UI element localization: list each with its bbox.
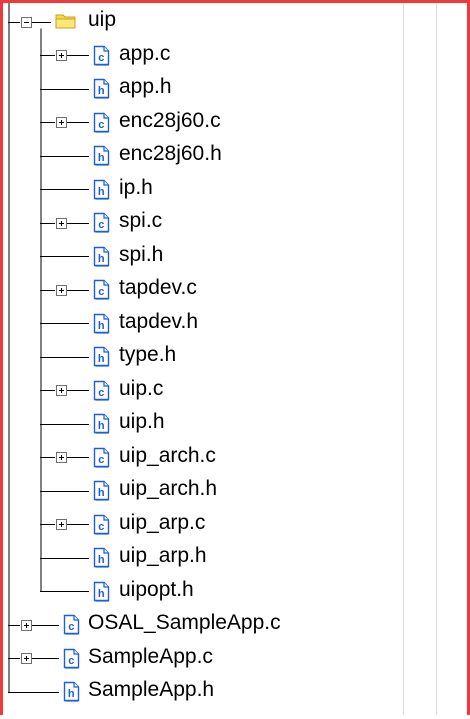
svg-text:h: h: [68, 688, 75, 700]
file-label: uipopt.h: [119, 577, 194, 601]
tree-item[interactable]: c uip_arch.c: [3, 441, 467, 474]
c-source-file-icon: c: [93, 45, 110, 66]
c-source-file-icon: c: [93, 279, 110, 300]
svg-text:h: h: [98, 253, 105, 265]
expand-toggle-icon[interactable]: [56, 285, 67, 296]
svg-text:c: c: [98, 454, 104, 466]
tree-item[interactable]: h uip_arp.h: [3, 541, 467, 574]
file-label: SampleApp.h: [88, 678, 215, 701]
expand-toggle-icon[interactable]: [56, 452, 67, 463]
bottom-strip: [0, 715, 470, 719]
tree-item[interactable]: h ip.h: [3, 173, 467, 206]
file-label: enc28j60.h: [119, 142, 222, 165]
tree-item[interactable]: h enc28j60.h: [3, 139, 467, 172]
tree-item[interactable]: c tapdev.c: [3, 273, 467, 306]
h-header-file-icon: h: [93, 480, 110, 501]
file-label: uip.c: [119, 376, 164, 400]
expand-toggle-icon[interactable]: [56, 218, 67, 229]
expand-toggle-icon[interactable]: [56, 50, 67, 61]
tree-item[interactable]: h uip.h: [3, 407, 467, 440]
tree-item[interactable]: c uip.c: [3, 374, 467, 407]
svg-text:h: h: [98, 588, 105, 600]
file-label: uip_arp.h: [119, 544, 207, 567]
file-label: app.h: [119, 75, 172, 98]
svg-text:c: c: [98, 52, 104, 64]
c-source-file-icon: c: [63, 648, 80, 669]
c-source-file-icon: c: [93, 112, 110, 133]
svg-text:h: h: [98, 420, 105, 432]
tree-item[interactable]: c uip_arp.c: [3, 508, 467, 541]
grid-column-divider: [436, 3, 437, 715]
file-label: tapdev.c: [119, 276, 197, 299]
grid-column-divider: [403, 3, 404, 715]
svg-text:c: c: [98, 119, 104, 131]
svg-text:h: h: [98, 186, 105, 198]
c-source-file-icon: c: [93, 212, 110, 233]
tree-item[interactable]: c OSAL_SampleApp.c: [3, 608, 467, 641]
file-label: SampleApp.c: [88, 644, 213, 668]
tree-item[interactable]: h tapdev.h: [3, 307, 467, 340]
expand-toggle-icon[interactable]: [56, 117, 67, 128]
h-header-file-icon: h: [93, 145, 110, 166]
svg-text:c: c: [98, 521, 104, 533]
expand-toggle-icon[interactable]: [56, 385, 67, 396]
h-header-file-icon: h: [93, 78, 110, 99]
tree-item[interactable]: h app.h: [3, 72, 467, 105]
file-label: spi.c: [119, 209, 163, 232]
folder-label: uip: [88, 8, 117, 31]
h-header-file-icon: h: [93, 413, 110, 434]
h-header-file-icon: h: [93, 346, 110, 367]
svg-text:h: h: [98, 487, 105, 499]
svg-text:h: h: [98, 353, 105, 365]
c-source-file-icon: c: [93, 514, 110, 535]
collapse-toggle-icon[interactable]: [21, 17, 32, 28]
svg-text:c: c: [68, 621, 74, 633]
h-header-file-icon: h: [63, 681, 80, 702]
svg-text:h: h: [98, 85, 105, 97]
tree-connector-lines: [8, 3, 89, 693]
c-source-file-icon: c: [93, 380, 110, 401]
svg-text:c: c: [68, 655, 74, 667]
h-header-file-icon: h: [93, 179, 110, 200]
tree-item[interactable]: h type.h: [3, 340, 467, 373]
svg-text:h: h: [98, 554, 105, 566]
file-label: type.h: [119, 343, 177, 366]
tree-item[interactable]: c app.c: [3, 39, 467, 72]
tree-item[interactable]: h uipopt.h: [3, 575, 467, 608]
expand-toggle-icon[interactable]: [21, 653, 32, 664]
c-source-file-icon: c: [63, 614, 80, 635]
h-header-file-icon: h: [93, 581, 110, 602]
svg-text:h: h: [98, 320, 105, 332]
file-label: spi.h: [119, 242, 164, 266]
tree-item[interactable]: c spi.c: [3, 206, 467, 239]
file-label: enc28j60.c: [119, 108, 221, 132]
file-label: uip_arch.c: [119, 443, 216, 467]
expand-toggle-icon[interactable]: [56, 519, 67, 530]
svg-text:c: c: [98, 219, 104, 231]
svg-text:h: h: [98, 152, 105, 164]
svg-text:c: c: [98, 387, 104, 399]
h-header-file-icon: h: [93, 547, 110, 568]
tree-item[interactable]: h uip_arch.h: [3, 474, 467, 507]
file-label: uip_arp.c: [119, 510, 206, 534]
expand-toggle-icon[interactable]: [21, 620, 32, 631]
tree-item[interactable]: c enc28j60.c: [3, 106, 467, 139]
file-label: uip_arch.h: [119, 477, 218, 500]
h-header-file-icon: h: [93, 246, 110, 267]
folder-open-icon: [55, 14, 76, 29]
c-source-file-icon: c: [93, 447, 110, 468]
file-label: uip.h: [119, 410, 165, 433]
file-label: tapdev.h: [119, 309, 199, 333]
svg-text:c: c: [98, 286, 104, 298]
h-header-file-icon: h: [93, 313, 110, 334]
tree-item[interactable]: c SampleApp.c: [3, 642, 467, 675]
file-label: app.c: [119, 41, 171, 65]
file-label: OSAL_SampleApp.c: [88, 611, 281, 634]
tree-folder-uip[interactable]: uip: [3, 5, 467, 38]
tree-item[interactable]: h spi.h: [3, 240, 467, 273]
tree-item[interactable]: h SampleApp.h: [3, 675, 467, 708]
file-label: ip.h: [119, 175, 153, 199]
